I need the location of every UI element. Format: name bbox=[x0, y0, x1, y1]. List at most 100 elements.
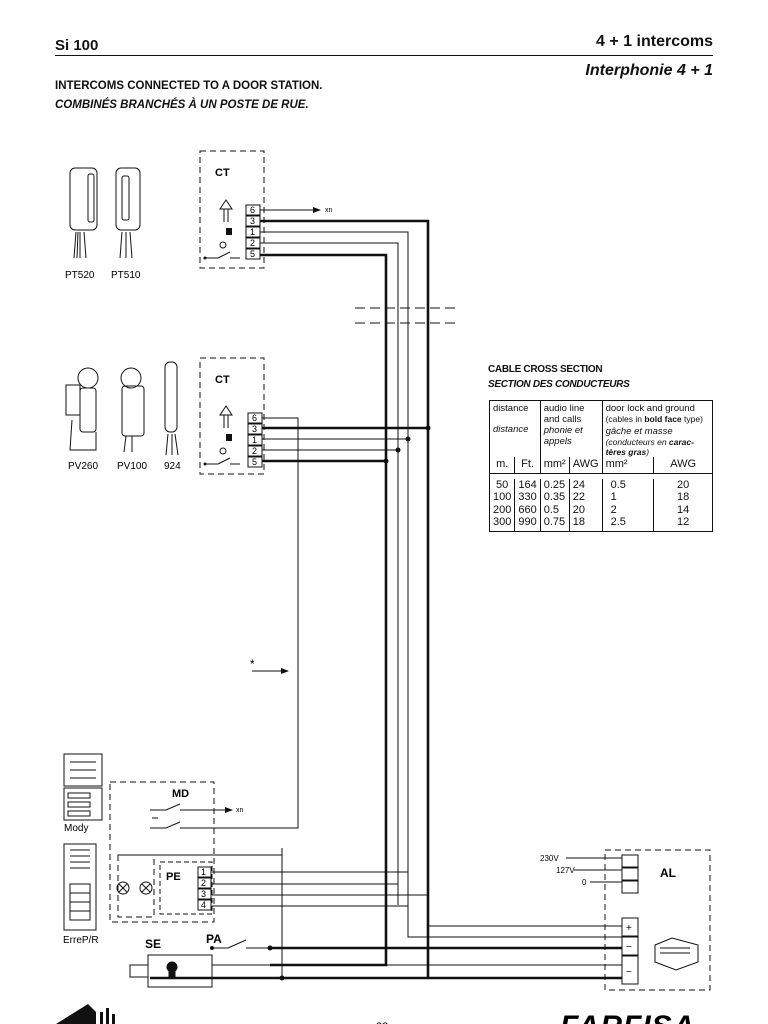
hdr-distance-en: distance bbox=[493, 403, 529, 414]
cell-ft: 660 bbox=[514, 503, 541, 516]
subtitle-fr: COMBINÉS BRANCHÉS À UN POSTE DE RUE. bbox=[55, 99, 309, 111]
ct-mid-terminal-5: 5 bbox=[252, 457, 257, 467]
cell-door-awg: 14 bbox=[653, 503, 713, 516]
table-row: 200 660 0.5 20 2 14 bbox=[490, 503, 713, 516]
star-note: * bbox=[250, 657, 255, 671]
xn-label-md: xn bbox=[236, 807, 244, 814]
hdr-door-fr-note-bold: carac-tères gras bbox=[605, 437, 694, 457]
cell-audio-awg: 22 bbox=[568, 491, 603, 504]
page-title-en: 4 + 1 intercoms bbox=[596, 33, 713, 50]
cell-ft: 330 bbox=[514, 491, 541, 504]
ct-top-terminal-3: 3 bbox=[250, 216, 255, 226]
cable-table-title-fr: SECTION DES CONDUCTEURS bbox=[488, 379, 630, 390]
ct-label-mid: CT bbox=[215, 374, 230, 386]
ct-mid-terminal-6: 6 bbox=[252, 413, 257, 423]
hdr-audio-en: audio line and calls bbox=[543, 403, 585, 425]
handset-924-icon bbox=[164, 361, 179, 456]
model-code: Si 100 bbox=[55, 37, 99, 54]
ct-top-terminal-5: 5 bbox=[250, 249, 255, 259]
panel-mody-icon bbox=[63, 753, 103, 821]
hdr-door-en: door lock and ground bbox=[605, 403, 695, 414]
page-number: 23 bbox=[376, 1021, 388, 1024]
ct-mid-terminal-1: 1 bbox=[252, 435, 257, 445]
hdr-door-fr-note-a: (conducteurs en bbox=[605, 437, 669, 447]
brand-logo-icon bbox=[56, 1004, 115, 1024]
cell-audio-mm2: 0.5 bbox=[539, 503, 570, 516]
cell-audio-mm2: 0.75 bbox=[539, 516, 570, 531]
hdr-door-fr-note-c: ) bbox=[646, 447, 650, 457]
cell-audio-awg: 20 bbox=[568, 503, 603, 516]
model-pt510: PT510 bbox=[111, 270, 141, 281]
hdr-m: m. bbox=[489, 457, 515, 474]
pe-label: PE bbox=[166, 871, 181, 883]
ct-mid-terminal-2: 2 bbox=[252, 446, 257, 456]
pe-box: PE bbox=[159, 861, 213, 915]
al-output-minus: − bbox=[626, 942, 632, 953]
subtitle-en: INTERCOMS CONNECTED TO A DOOR STATION. bbox=[55, 80, 323, 92]
al-output-ac: ~ bbox=[626, 967, 632, 978]
cell-door-awg: 18 bbox=[653, 491, 713, 504]
header-rule bbox=[55, 55, 713, 56]
ct-box-mid: CT bbox=[199, 357, 265, 475]
model-pv100: PV100 bbox=[117, 461, 147, 472]
al-label: AL bbox=[660, 866, 676, 880]
cable-break-marks bbox=[355, 307, 455, 324]
cell-audio-awg: 24 bbox=[568, 478, 603, 491]
ct-top-terminal-2: 2 bbox=[250, 238, 255, 248]
hdr-door-en-note-bold: bold face bbox=[644, 414, 682, 424]
pa-label: PA bbox=[206, 932, 222, 946]
pe-terminal-1: 1 bbox=[201, 867, 206, 877]
cell-door-mm2: 1 bbox=[601, 491, 654, 504]
handset-pv260-icon bbox=[65, 367, 99, 451]
pe-terminal-4: 4 bbox=[201, 900, 206, 910]
pe-terminal-3: 3 bbox=[201, 889, 206, 899]
al-input-127v: 127V bbox=[556, 866, 575, 875]
door-lock-se-icon bbox=[129, 954, 213, 988]
cell-door-mm2: 2 bbox=[601, 503, 654, 516]
pe-terminal-2: 2 bbox=[201, 878, 206, 888]
md-box: MD bbox=[109, 781, 215, 923]
model-errepr: ErreP/R bbox=[63, 935, 99, 946]
cell-m: 100 bbox=[493, 491, 512, 503]
al-output-plus: + bbox=[626, 923, 632, 934]
cell-m: 50 bbox=[496, 478, 509, 491]
cell-m: 200 bbox=[493, 503, 512, 516]
table-row: 100 330 0.35 22 1 18 bbox=[490, 491, 713, 504]
page-title-fr: Interphonie 4 + 1 bbox=[585, 62, 713, 79]
model-pv260: PV260 bbox=[68, 461, 98, 472]
cell-ft: 164 bbox=[514, 478, 541, 491]
lamp-icons bbox=[116, 854, 155, 918]
handset-pt510-icon bbox=[115, 167, 141, 259]
md-label: MD bbox=[172, 788, 189, 800]
cell-door-awg: 12 bbox=[653, 516, 713, 531]
hdr-door-fr-note: (conducteurs en carac-tères gras) bbox=[606, 437, 709, 457]
hdr-awg-audio: AWG bbox=[568, 457, 603, 474]
cell-audio-mm2: 0.35 bbox=[539, 491, 570, 504]
se-label: SE bbox=[145, 937, 161, 951]
hdr-distance-fr: distance bbox=[493, 424, 529, 435]
bus-wires bbox=[120, 219, 622, 980]
hdr-ft: Ft. bbox=[514, 457, 541, 474]
cell-ft: 990 bbox=[514, 516, 541, 531]
al-input-0: 0 bbox=[582, 878, 587, 887]
xn-label-top: xn bbox=[325, 207, 333, 214]
ct-top-terminal-6: 6 bbox=[250, 205, 255, 215]
hdr-audio-fr: phonie et appels bbox=[543, 425, 583, 447]
model-924: 924 bbox=[164, 461, 181, 472]
al-box: AL bbox=[566, 849, 711, 991]
cell-door-mm2: 0.5 bbox=[601, 478, 654, 491]
hdr-door-en-note-c: type) bbox=[681, 414, 703, 424]
ct-box-top: CT bbox=[199, 150, 265, 269]
table-row: 300 990 0.75 18 2.5 12 bbox=[490, 516, 713, 531]
brand-wordmark: FARFISA bbox=[560, 1010, 695, 1024]
panel-errepr-icon bbox=[63, 843, 97, 931]
al-input-230v: 230V bbox=[540, 854, 559, 863]
ct-terminal-strip-mid bbox=[247, 412, 263, 468]
hdr-door-en-note-a: (cables in bbox=[605, 414, 645, 424]
table-row: 50 164 0.25 24 0.5 20 bbox=[490, 478, 713, 491]
cell-door-awg: 20 bbox=[653, 478, 713, 491]
ct-top-terminal-1: 1 bbox=[250, 227, 255, 237]
model-pt520: PT520 bbox=[65, 270, 95, 281]
handset-pv100-icon bbox=[120, 367, 145, 453]
cell-audio-awg: 18 bbox=[568, 516, 603, 531]
